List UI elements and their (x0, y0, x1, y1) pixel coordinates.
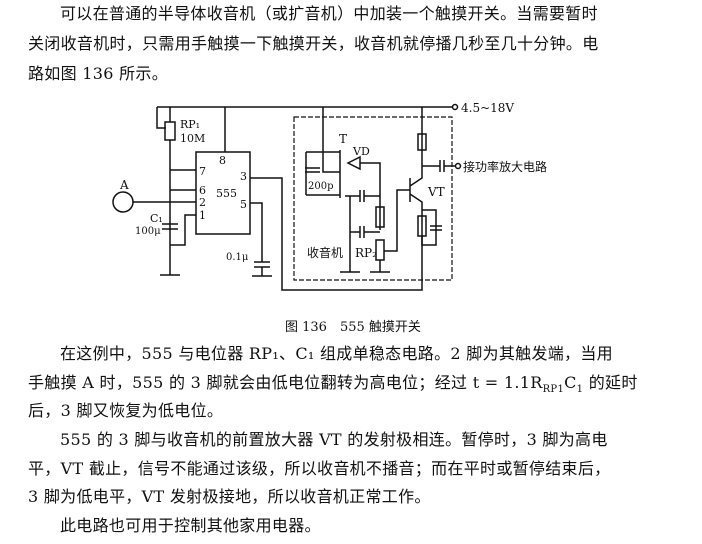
svg-text:6: 6 (199, 184, 206, 197)
text-line: 可以在普通的半导体收音机（或扩音机）中加装一个触摸开关。当需要暂时 (60, 4, 598, 23)
text-line: 此电路也可用于控制其他家用电器。 (60, 516, 321, 535)
svg-text:1: 1 (199, 209, 206, 222)
touch-plate-a (112, 191, 134, 213)
svg-text:VD: VD (352, 145, 370, 158)
touch-label: A (119, 178, 129, 192)
svg-text:7: 7 (199, 165, 206, 178)
svg-text:200p: 200p (308, 181, 334, 192)
supply-label: 4.5~18V (461, 101, 514, 115)
svg-text:0.1μ: 0.1μ (226, 252, 249, 263)
text-line: 在这例中，555 与电位器 RP₁、C₁ 组成单稳态电路。2 脚为其触发端，当用 (60, 344, 613, 363)
svg-text:5: 5 (240, 198, 247, 211)
svg-text:100μ: 100μ (135, 226, 161, 237)
svg-text:2: 2 (199, 196, 206, 209)
rp2-pot (375, 239, 385, 261)
text-line: 平，VT 截止，信号不能通过该级，所以收音机不播音；而在平时或暂停结束后， (28, 459, 611, 478)
text-line: 555 的 3 脚与收音机的前置放大器 VT 的发射极相连。暂停时，3 脚为高电 (60, 430, 608, 449)
radio-box (293, 116, 453, 281)
rp1-value: 10M (180, 132, 205, 145)
text-line: 后，3 脚又恢复为低电位。 (28, 401, 224, 420)
ic-label: 555 (216, 187, 237, 200)
svg-text:3: 3 (240, 170, 247, 183)
output-label: 接功率放大电路 (463, 159, 547, 174)
text-line: 手触摸 A 时，555 的 3 脚就会由低电位翻转为高电位；经过 t = 1.1… (28, 373, 638, 396)
vt-label: VT (427, 185, 445, 199)
rp1-label: RP₁ (180, 118, 200, 131)
text-line: 3 脚为低电平，VT 发射极接地，所以收音机正常工作。 (28, 487, 431, 506)
svg-text:C₁: C₁ (150, 212, 163, 225)
radio-label: 收音机 (307, 245, 343, 260)
text-line: 关闭收音机时，只需用手触摸一下触摸开关，收音机就停播几秒至几十分钟。电 (28, 34, 599, 53)
svg-text:8: 8 (219, 154, 226, 167)
figure-caption: 图 136 555 触摸开关 (285, 320, 421, 335)
text-line: 路如图 136 所示。 (28, 64, 169, 83)
svg-text:T: T (339, 132, 347, 146)
rp1-resistor (164, 121, 176, 141)
supply-terminal (451, 103, 459, 111)
ic-555 (195, 151, 251, 235)
svg-text:RP₂: RP₂ (355, 246, 377, 260)
